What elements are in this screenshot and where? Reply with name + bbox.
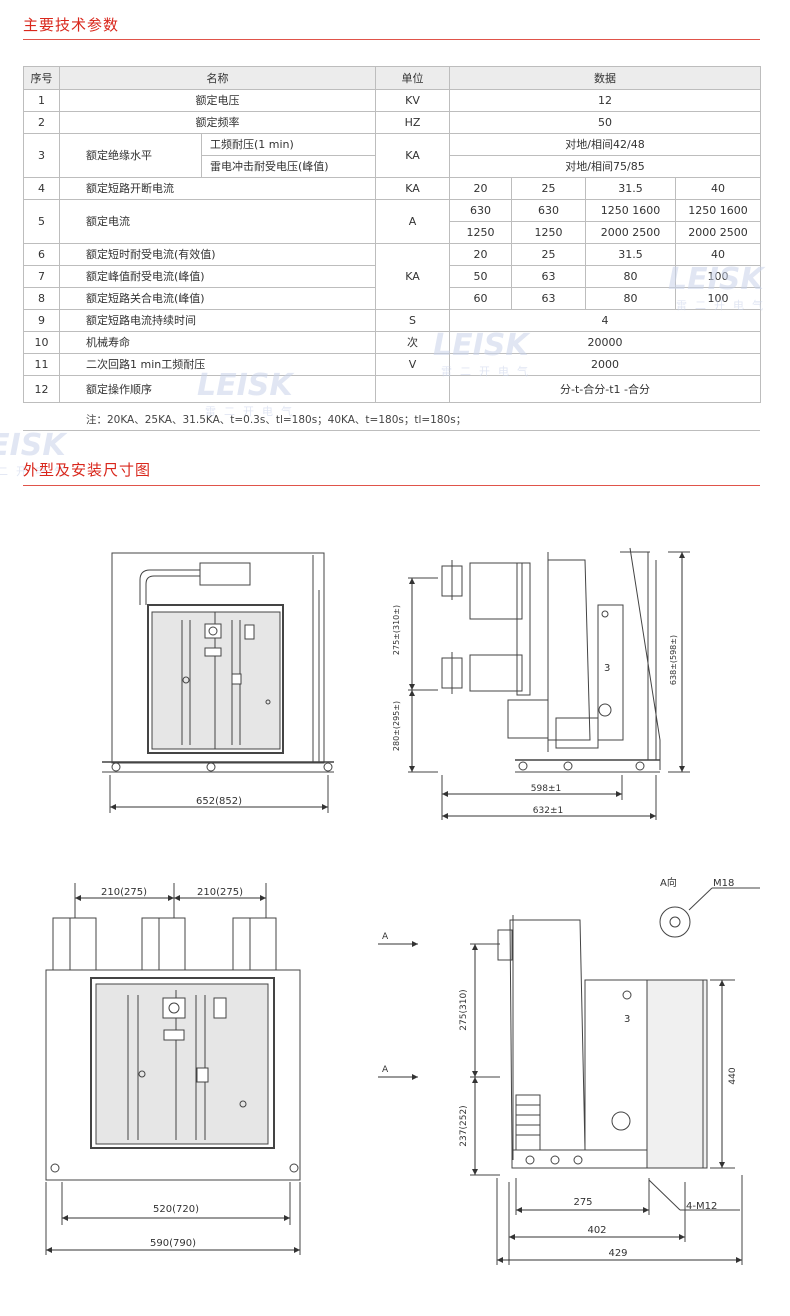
row-value: 31.5 bbox=[585, 243, 676, 266]
row-no: 10 bbox=[23, 331, 60, 354]
row-value: 2000 2500 bbox=[675, 221, 761, 244]
row-unit: A bbox=[375, 199, 450, 244]
dim-210-right: 210(275) bbox=[197, 887, 243, 898]
front-panel bbox=[147, 604, 284, 754]
lower-arm bbox=[469, 654, 523, 692]
breaker-body-front bbox=[45, 969, 301, 1181]
table-row: 1250 1250 2000 2500 2000 2500 bbox=[24, 221, 761, 244]
table-row: 12 额定操作顺序 分-t-合分-t1 -合分 bbox=[23, 375, 761, 403]
dim-440: 440 bbox=[728, 1067, 738, 1084]
spec-table: 序号 名称 单位 数据 1 额定电压 KV 12 2 额定频率 HZ 50 3 … bbox=[23, 66, 761, 403]
dim-638: 638±(598±) bbox=[669, 635, 678, 685]
row-name: 额定短路关合电流(峰值) bbox=[59, 287, 376, 310]
table-header: 序号 名称 单位 数据 bbox=[23, 66, 761, 90]
arrow-a-lower: A bbox=[382, 1065, 389, 1075]
label-a-view: A向 bbox=[660, 876, 677, 889]
dim-652: 652(852) bbox=[196, 796, 242, 807]
side-view-lower bbox=[378, 887, 760, 1265]
table-row: 8 额定短路关合电流(峰值) 60 63 80 100 bbox=[23, 287, 761, 310]
table-row: 4 额定短路开断电流 KA 20 25 31.5 40 bbox=[23, 177, 761, 200]
dim-275v: 275±(310±) bbox=[392, 605, 401, 655]
col-header: 数据 bbox=[449, 66, 761, 90]
table-row: 2 额定频率 HZ 50 bbox=[23, 111, 761, 134]
row-value: 1250 1600 bbox=[675, 199, 761, 222]
col-header: 单位 bbox=[375, 66, 450, 90]
row-name: 额定操作顺序 bbox=[59, 375, 376, 403]
row-name: 额定电流 bbox=[59, 199, 376, 244]
row-unit: KA bbox=[375, 177, 450, 200]
row-value: 1250 1600 bbox=[585, 199, 676, 222]
dim-598: 598±1 bbox=[531, 784, 561, 794]
dim-237: 237(252) bbox=[459, 1105, 469, 1146]
row-unit bbox=[375, 375, 450, 403]
label-3-upper: 3 bbox=[604, 663, 610, 674]
drawing-section-title: 外型及安装尺寸图 bbox=[23, 461, 152, 479]
upper-arm bbox=[469, 562, 523, 620]
col-header: 名称 bbox=[59, 66, 376, 90]
label-m18: M18 bbox=[713, 878, 734, 889]
table-row: 1 额定电压 KV 12 bbox=[23, 89, 761, 112]
row-value: 80 bbox=[585, 287, 676, 310]
table-row: 雷电冲击耐受电压(峰值) 对地/相间75/85 bbox=[24, 155, 761, 178]
row-data: 对地/相间42/48 bbox=[449, 133, 761, 156]
table-row: 6 额定短时耐受电流(有效值) KA 20 25 31.5 40 bbox=[23, 243, 761, 310]
dim-429: 429 bbox=[608, 1248, 627, 1259]
title-rule bbox=[23, 485, 760, 486]
dim-280v: 280±(295±) bbox=[392, 701, 401, 751]
table-row: 10 机械寿命 次 20000 bbox=[23, 331, 761, 354]
row-value: 40 bbox=[675, 177, 761, 200]
dim-210-left: 210(275) bbox=[101, 887, 147, 898]
side-view-upper bbox=[408, 547, 690, 820]
dim-402: 402 bbox=[587, 1225, 606, 1236]
table-bottom-rule bbox=[23, 430, 760, 431]
front-view-upper bbox=[102, 552, 334, 813]
row-data: 分-t-合分-t1 -合分 bbox=[449, 375, 761, 403]
top-box bbox=[199, 562, 251, 586]
label-3-lower: 3 bbox=[624, 1014, 630, 1025]
row-subname: 雷电冲击耐受电压(峰值) bbox=[201, 155, 376, 178]
dim-632: 632±1 bbox=[533, 806, 563, 816]
row-value: 25 bbox=[511, 177, 586, 200]
arrow-a-upper: A bbox=[382, 932, 389, 942]
row-name: 额定绝缘水平 bbox=[59, 133, 202, 178]
row-subname: 工频耐压(1 min) bbox=[201, 133, 376, 156]
table-row: 5 额定电流 A 630 630 1250 1600 1250 1600 bbox=[23, 199, 761, 244]
dim-275-vertical: 275(310) bbox=[459, 989, 469, 1030]
params-section-title: 主要技术参数 bbox=[23, 16, 120, 34]
breaker-frame bbox=[111, 552, 325, 764]
row-name: 二次回路1 min工频耐压 bbox=[59, 353, 376, 376]
panel-face bbox=[151, 611, 281, 750]
a-view-circle bbox=[659, 906, 691, 938]
front-view-lower bbox=[45, 883, 301, 1255]
row-value: 100 bbox=[675, 287, 761, 310]
dim-590: 590(790) bbox=[150, 1238, 196, 1249]
dim-275-horizontal: 275 bbox=[573, 1197, 592, 1208]
dim-520: 520(720) bbox=[153, 1204, 199, 1215]
row-value: 630 bbox=[449, 199, 512, 222]
label-4-m12: 4-M12 bbox=[686, 1201, 717, 1212]
title-rule bbox=[23, 39, 760, 40]
table-note: 注：20KA、25KA、31.5KA、t=0.3s、tl=180s；40KA、t… bbox=[86, 414, 467, 426]
